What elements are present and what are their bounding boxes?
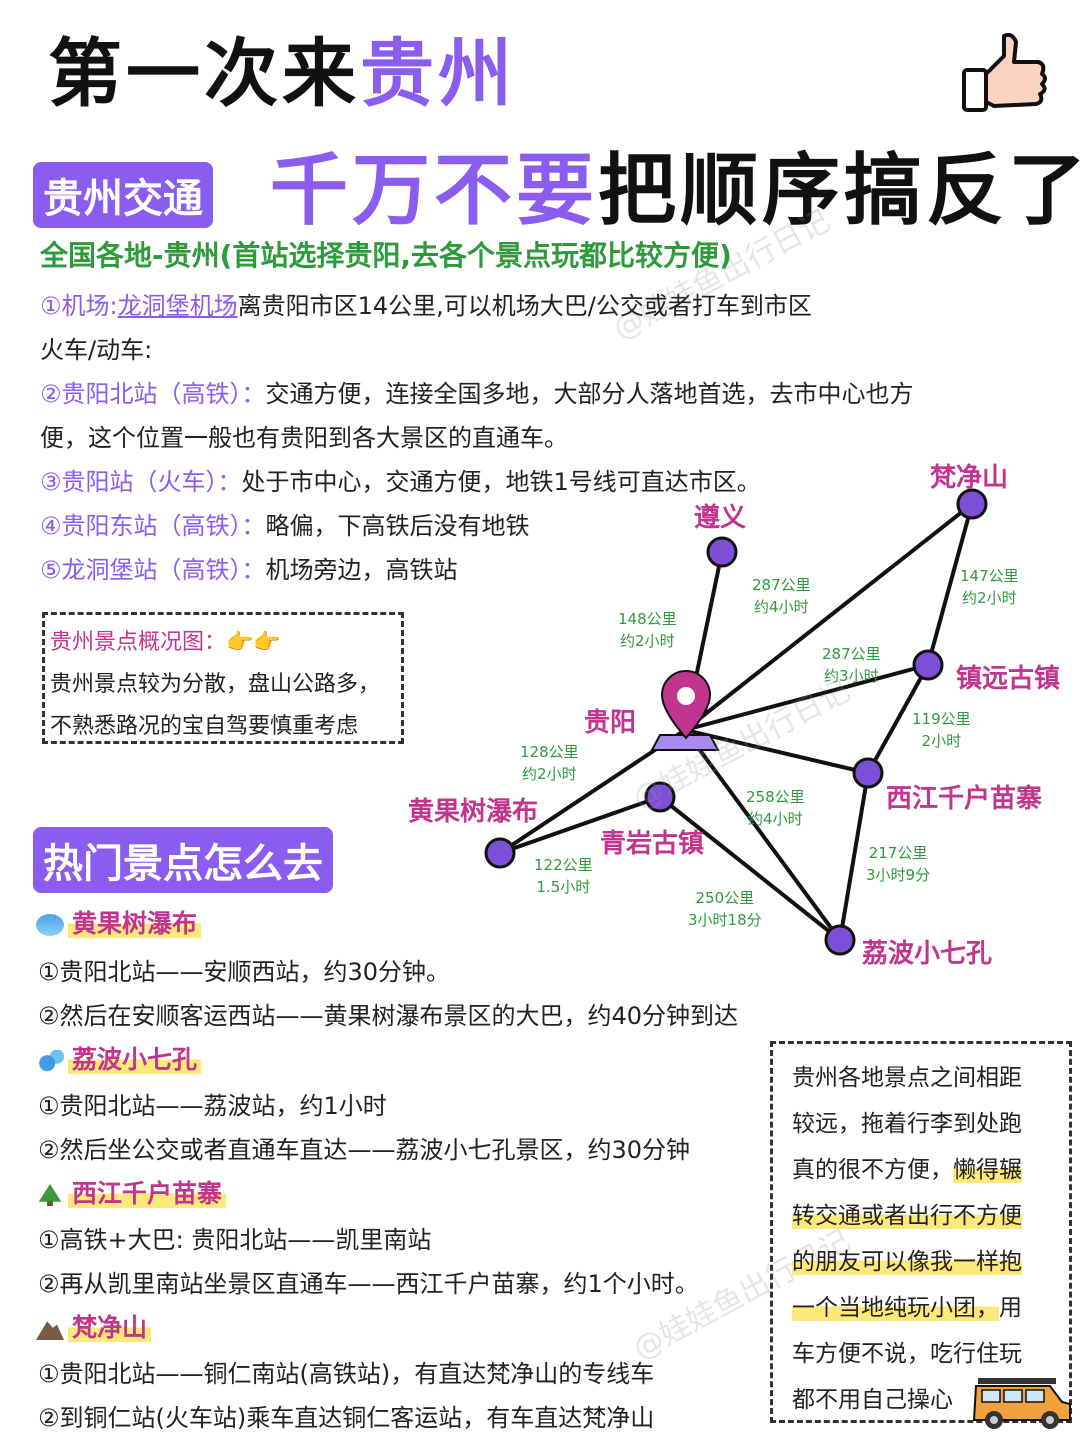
station-5-desc: 机场旁边，高铁站 [265,556,458,584]
subtitle-highlight: 千万不要 [270,146,599,236]
distance-fanjingshan-zhenyuan: 147公里约2小时 [960,567,1019,607]
tip-line-3: 真的很不方便，懒得辗 [792,1157,1022,1183]
tip-line-7: 车方便不说，吃行住玩 [792,1341,1022,1367]
tree-icon [38,1184,62,1206]
subtitle-part2: 把顺序搞反了 [598,146,1080,236]
thumbs-up-icon [962,32,1047,112]
spot-libo-line-1: ①贵阳北站——荔波站，约1小时 [38,1092,387,1120]
city-label-zhenyuan: 镇远古镇 [956,664,1061,694]
overview-title-text: 贵州景点概况图： [50,630,227,655]
route-huangguoshu-qingyan [499,795,661,855]
city-label-libo: 荔波小七孔 [862,939,993,969]
guiyang-pin-icon [650,670,720,751]
spot-fjs-line-1: ①贵阳北站——铜仁南站(高铁站)，有直达梵净山的专线车 [38,1360,655,1388]
overview-box [42,612,404,744]
spot-title-fanjingshan: 梵净山 [36,1308,152,1344]
spot-xijiang-line-2: ②再从凯里南站坐景区直通车——西江千户苗寨，约1个小时。 [38,1270,699,1298]
airport-line: ①机场:龙洞堡机场离贵阳市区14公里,可以机场大巴/公交或者打车到市区 [40,286,812,321]
station-4-desc: 略偏，下高铁后没有地铁 [265,512,530,540]
overview-line-2: 不熟悉路况的宝自驾要慎重考虑 [50,714,359,739]
spot-title-xijiang: 西江千户苗寨 [36,1174,227,1210]
distance-guiyang-zhenyuan: 287公里约3小时 [822,645,881,685]
node-libo [824,924,856,956]
tip-line-8: 都不用自己操心 [792,1387,953,1413]
wave-icon [36,914,64,936]
node-huangguoshu [484,837,516,869]
tip-line-4: 转交通或者出行不方便 [792,1203,1022,1229]
station-2-name: ②贵阳北站（高铁）： [40,380,266,408]
station-4-line: ④贵阳东站（高铁）：略偏，下高铁后没有地铁 [40,506,530,541]
node-fanjingshan [956,488,988,520]
route-fanjingshan-zhenyuan [926,503,974,666]
city-label-huangguoshu: 黄果树瀑布 [408,797,539,827]
station-2-line: ②贵阳北站（高铁）：交通方便，连接全国多地，大部分人落地首选，去市中心也方 [40,374,914,409]
distance-guiyang-libo: 258公里约4小时 [746,788,805,828]
station-5-line: ⑤龙洞堡站（高铁）：机场旁边，高铁站 [40,550,458,585]
tip-line-6: 一个当地纯玩小团，用 [792,1295,1022,1321]
city-label-qingyan: 青岩古镇 [600,829,705,859]
guizhou-map [484,488,988,956]
page-subtitle: 千万不要把顺序搞反了 [270,128,1080,240]
pointing-hand-icon: 👉👉 [226,630,281,655]
airport-prefix: ①机场: [40,292,118,320]
tip-line-2: 较远，拖着行李到处跑 [792,1111,1022,1137]
car-icon [972,1378,1071,1429]
mountain-icon [36,1321,64,1340]
overview-line-1: 贵州景点较为分散，盘山公路多， [50,672,381,697]
station-3-name: ③贵阳站（火车）： [40,468,242,496]
transport-headline: 全国各地-贵州(首站选择贵阳,去各个景点玩都比较方便) [40,239,732,272]
node-zhenyuan [912,649,944,681]
train-heading: 火车/动车: [40,336,153,364]
node-qingyan [644,781,676,813]
airport-desc: 离贵阳市区14公里,可以机场大巴/公交或者打车到市区 [237,292,812,320]
route-qingyan-libo [658,795,842,942]
route-guiyang-fanjingshan [683,502,974,732]
city-label-fanjingshan: 梵净山 [930,463,1009,493]
spot-hgs-line-2: ②然后在安顺客运西站——黄果树瀑布景区的大巴，约40分钟到达 [38,1002,739,1030]
station-3-desc: 处于市中心，交通方便，地铁1号线可直达市区。 [241,468,761,496]
route-guiyang-zhenyuan [684,663,929,732]
overview-title: 贵州景点概况图：👉👉 [50,624,281,656]
airport-name-link[interactable]: 龙洞堡机场 [117,292,238,320]
tip-box [770,1041,1072,1423]
route-xijiang-libo [838,772,870,941]
spot-title-huangguoshu: 黄果树瀑布 [36,904,202,940]
spot-xijiang-line-1: ①高铁+大巴: 贵阳北站——凯里南站 [38,1226,432,1254]
route-zhenyuan-xijiang [866,664,930,774]
city-label-guiyang: 贵阳 [584,708,637,738]
title-part1: 第一次来 [48,31,360,117]
city-label-zunyi: 遵义 [694,503,747,533]
tip-line-1: 贵州各地景点之间相距 [792,1065,1022,1091]
water-drops-icon [36,1050,64,1072]
station-5-name: ⑤龙洞堡站（高铁）： [40,556,266,584]
city-label-xijiang: 西江千户苗寨 [886,784,1043,814]
spot-hgs-line-1: ①贵阳北站——安顺西站，约30分钟。 [38,958,451,986]
distance-guiyang-huangguoshu: 128公里约2小时 [520,743,579,783]
section-tag-transport: 贵州交通 [33,162,213,228]
distance-guiyang-zunyi: 148公里约2小时 [618,610,677,650]
node-xijiang [852,757,884,789]
route-guiyang-libo [683,728,842,942]
station-3-line: ③贵阳站（火车）：处于市中心，交通方便，地铁1号线可直达市区。 [40,462,761,497]
route-guiyang-xijiang [684,728,869,775]
station-2-desc-cont: 便，这个位置一般也有贵阳到各大景区的直通车。 [40,424,568,452]
station-4-name: ④贵阳东站（高铁）： [40,512,266,540]
spot-fjs-line-2: ②到铜仁站(火车站)乘车直达铜仁客运站，有车直达梵净山 [38,1404,655,1432]
distance-guiyang-fanjingshan: 287公里约4小时 [752,576,811,616]
page-title: 第一次来贵州 [48,14,516,121]
title-highlight: 贵州 [360,31,516,117]
spot-title-libo: 荔波小七孔 [36,1040,202,1076]
section-tag-hot-spots: 热门景点怎么去 [33,827,333,893]
spot-libo-line-2: ②然后坐公交或者直通车直达——荔波小七孔景区，约30分钟 [38,1136,691,1164]
station-2-desc: 交通方便，连接全国多地，大部分人落地首选，去市中心也方 [265,380,914,408]
tip-line-5: 的朋友可以像我一样抱 [792,1249,1022,1275]
node-zunyi [706,536,738,568]
